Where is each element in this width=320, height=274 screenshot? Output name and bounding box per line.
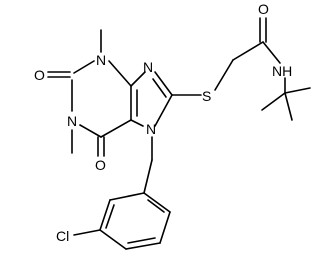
- atom-o-c2: O: [34, 67, 45, 83]
- atom-nh: NH: [272, 63, 292, 79]
- bond-c4-n3: [108, 60, 132, 87]
- bond-c8-n7: [154, 94, 173, 127]
- ring-bond-1: [143, 192, 171, 213]
- bond-n7-c5: [130, 119, 144, 127]
- bond-n3-c2: [73, 60, 95, 74]
- ring-bond-3: [125, 242, 161, 250]
- ring-bond-2: [159, 211, 171, 244]
- bond-n1-c6: [79, 124, 102, 138]
- ring-bond-4: [99, 229, 127, 250]
- atom-o-amide: O: [258, 1, 269, 17]
- bond-n9-c8-double: [152, 78, 167, 98]
- bond-ch2-carbonyl: [232, 41, 264, 61]
- bond-c6-c5: [100, 119, 132, 138]
- ring-bond-5: [99, 199, 111, 231]
- ring-inner-3: [105, 204, 115, 229]
- bonds: [47, 17, 311, 250]
- bond-carbonyl-nh: [262, 41, 281, 64]
- bond-tbu-methyl-left: [261, 92, 286, 111]
- bond-n9-c8: [154, 71, 173, 96]
- atom-o-c6: O: [95, 157, 106, 173]
- bond-c4-n9: [130, 71, 146, 87]
- ring-inner-1: [147, 199, 165, 213]
- bond-tbu-methyl-down: [284, 92, 293, 121]
- atom-s: S: [202, 88, 211, 104]
- atom-cl: Cl: [56, 228, 69, 244]
- bond-ch2-ring: [143, 159, 153, 194]
- bond-tbu-methyl-right: [284, 87, 311, 94]
- atom-n7: N: [146, 121, 156, 137]
- atom-n1: N: [67, 113, 77, 129]
- bond-s-ch2: [214, 59, 234, 91]
- bond-ring-cl: [73, 229, 101, 236]
- atom-labels: O NH S O N N N N O Cl: [34, 1, 292, 244]
- ring-inner-2: [127, 237, 156, 244]
- atom-n9: N: [143, 59, 153, 75]
- atom-n3: N: [96, 52, 106, 68]
- ring-bond-6: [109, 192, 145, 201]
